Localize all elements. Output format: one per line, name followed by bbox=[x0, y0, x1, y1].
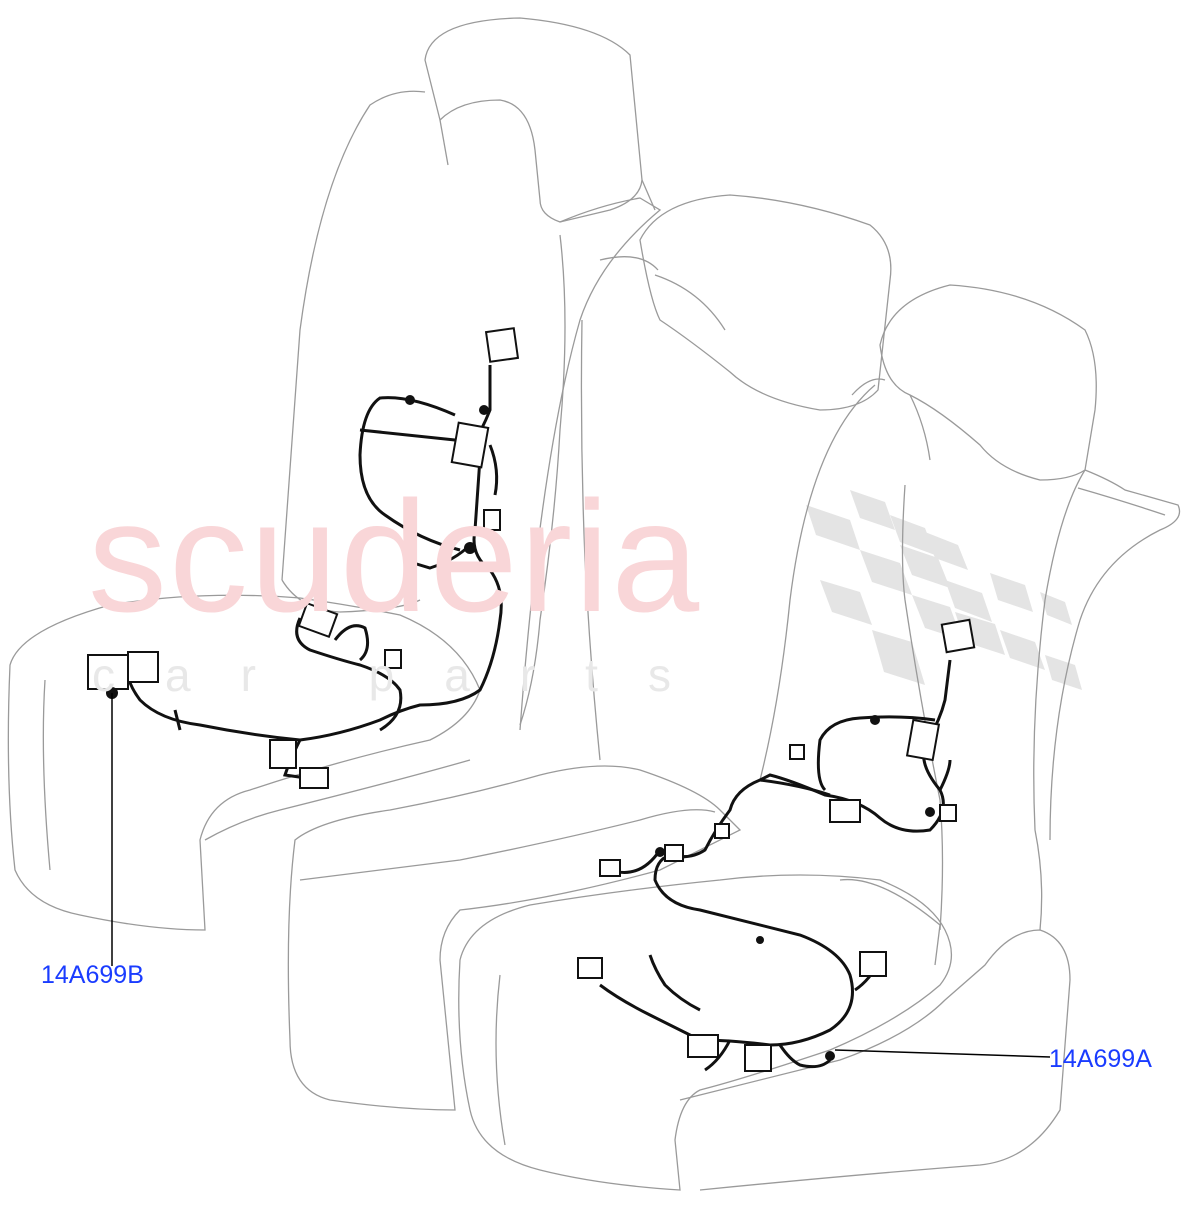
callout-part-14A699A[interactable]: 14A699A bbox=[1049, 1045, 1152, 1073]
connectors-right bbox=[577, 618, 976, 1072]
checker-flag-watermark bbox=[806, 490, 1082, 690]
harness-left bbox=[126, 365, 503, 782]
harness-right-clips bbox=[655, 715, 935, 1061]
callout-part-14A699B[interactable]: 14A699B bbox=[41, 961, 144, 989]
seat-outlines bbox=[7, 17, 1181, 1191]
harness-left-clips bbox=[106, 395, 489, 699]
connectors-left bbox=[87, 327, 520, 789]
harness-right bbox=[599, 659, 1051, 1072]
